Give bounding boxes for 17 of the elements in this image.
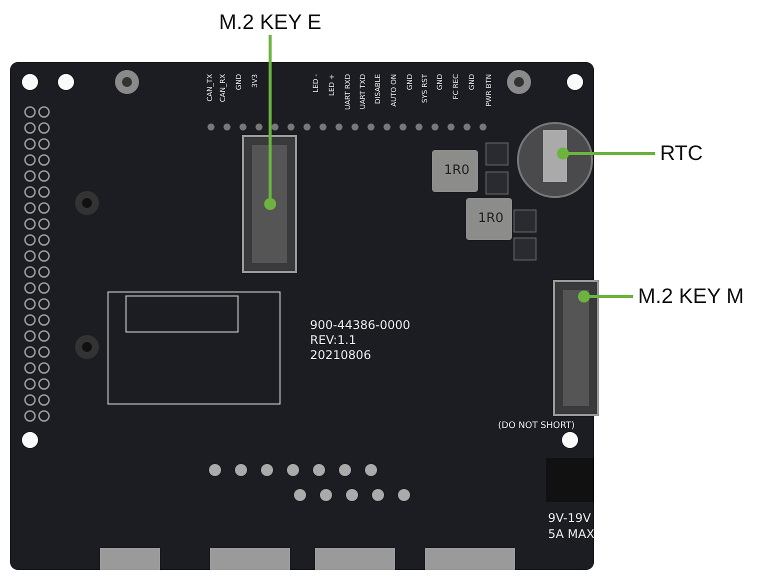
- leader-line: [578, 290, 633, 302]
- callout-label: M.2 KEY M: [638, 286, 744, 307]
- board-marking: (DO NOT SHORT): [498, 422, 575, 431]
- m2-slot: [553, 280, 599, 416]
- board-marking: 20210806: [310, 349, 372, 361]
- board-marking: 900-44386-0000: [310, 319, 410, 331]
- leader-line: [557, 148, 655, 160]
- callout-label: M.2 KEY E: [219, 12, 322, 33]
- leader-line: [264, 35, 276, 210]
- component-marking: 1R0: [478, 212, 504, 225]
- coin-cell-holder: [517, 122, 593, 198]
- power-rating: 5A MAX: [548, 528, 594, 540]
- m2-slot: [242, 135, 297, 273]
- power-rating: 9V-19V: [548, 512, 591, 524]
- board-marking: REV:1.1: [310, 334, 356, 346]
- callout-label: RTC: [660, 143, 703, 164]
- component-marking: 1R0: [444, 164, 470, 177]
